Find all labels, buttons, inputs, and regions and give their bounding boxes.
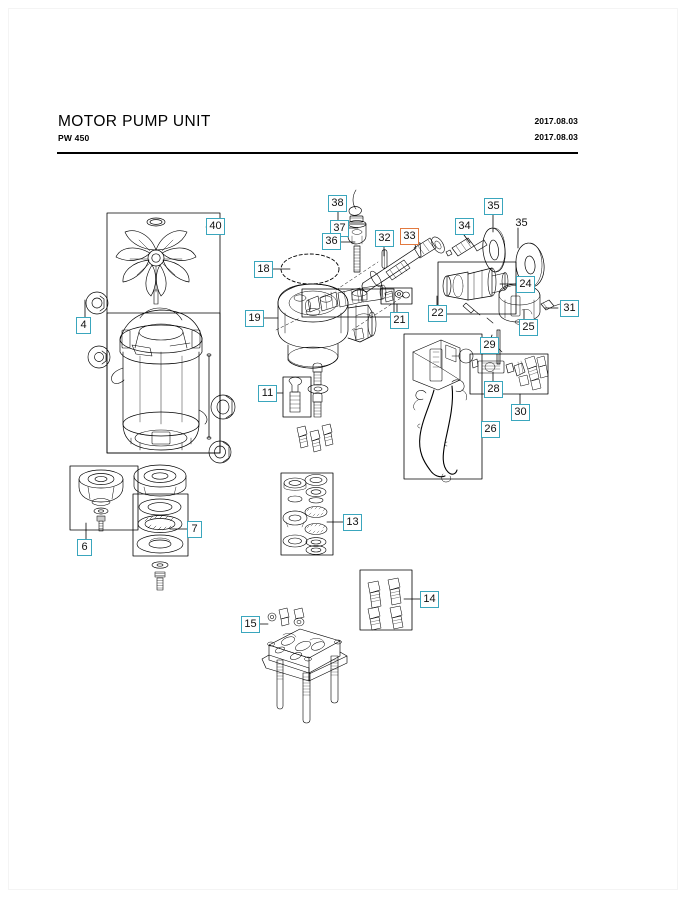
seal-kit-small-parts	[384, 290, 410, 303]
valve-body-box	[437, 261, 517, 315]
assembly-guide-lines	[275, 261, 405, 331]
valve-set-box	[359, 569, 413, 631]
switch-assembly-parts	[471, 355, 549, 391]
callout-38[interactable]: 38	[328, 195, 347, 212]
seal-ring-box	[280, 472, 334, 556]
callout-21[interactable]: 21	[390, 312, 409, 329]
seal-ring-set-parts	[282, 474, 328, 555]
callout-32[interactable]: 32	[375, 230, 394, 247]
unloader-stack-parts	[347, 189, 367, 273]
sheet-header: MOTOR PUMP UNIT PW 450 2017.08.03 2017.0…	[57, 113, 578, 161]
callout-13[interactable]: 13	[343, 514, 362, 531]
callout-40[interactable]: 40	[206, 218, 225, 235]
callout-34[interactable]: 34	[455, 218, 474, 235]
group-frames	[69, 212, 549, 631]
callout-29[interactable]: 29	[480, 337, 499, 354]
callout-15[interactable]: 15	[241, 616, 260, 633]
motor-grommets	[208, 394, 236, 464]
callout-33-highlighted[interactable]: 33	[400, 228, 419, 245]
motor-box	[106, 312, 221, 454]
callout-35-boxed[interactable]: 35	[484, 198, 503, 215]
pin-part	[381, 249, 388, 269]
bearing-kit-parts	[133, 464, 187, 591]
washer-parts	[482, 227, 545, 288]
callout-14[interactable]: 14	[420, 591, 439, 608]
valve-detail-box	[282, 376, 312, 418]
harness-box	[403, 333, 483, 480]
page-title: MOTOR PUMP UNIT	[58, 113, 211, 130]
wiring-harness-parts	[412, 339, 474, 483]
callout-25[interactable]: 25	[519, 319, 538, 336]
callout-4[interactable]: 4	[76, 317, 91, 334]
cap-and-fitting-parts	[498, 283, 561, 325]
callout-36[interactable]: 36	[322, 233, 341, 250]
fan-cover-box	[69, 465, 139, 531]
callout-30[interactable]: 30	[511, 404, 530, 421]
callout-11[interactable]: 11	[258, 385, 277, 402]
model-subtitle: PW 450	[58, 133, 90, 143]
valve-set-parts	[367, 577, 404, 631]
valve-body-parts	[442, 267, 509, 316]
motor-bushings	[85, 291, 111, 369]
fan-cover-part	[78, 469, 124, 532]
callout-6[interactable]: 6	[77, 539, 92, 556]
cylinder-head-parts	[261, 607, 348, 724]
callout-28[interactable]: 28	[484, 381, 503, 398]
motor-assembly-part	[111, 307, 212, 451]
callout-22[interactable]: 22	[428, 305, 447, 322]
valve-screw-detail-parts	[288, 362, 334, 453]
callout-18[interactable]: 18	[254, 261, 273, 278]
callout-24[interactable]: 24	[516, 276, 535, 293]
callout-19[interactable]: 19	[245, 310, 264, 327]
revision-date-primary: 2017.08.03	[534, 116, 578, 126]
callout-7[interactable]: 7	[187, 521, 202, 538]
bolt-part	[445, 237, 488, 257]
piston-guide-parts	[305, 284, 387, 313]
callout-31[interactable]: 31	[560, 300, 579, 317]
revision-date-secondary: 2017.08.03	[534, 132, 578, 142]
switch-box	[469, 353, 549, 395]
drive-shaft-part	[361, 236, 445, 293]
callout-26[interactable]: 26	[481, 421, 500, 438]
cooling-fan-part	[115, 217, 197, 305]
callout-35-plain: 35	[515, 216, 528, 229]
header-rule	[57, 152, 578, 155]
seal-kit-box	[380, 287, 413, 305]
